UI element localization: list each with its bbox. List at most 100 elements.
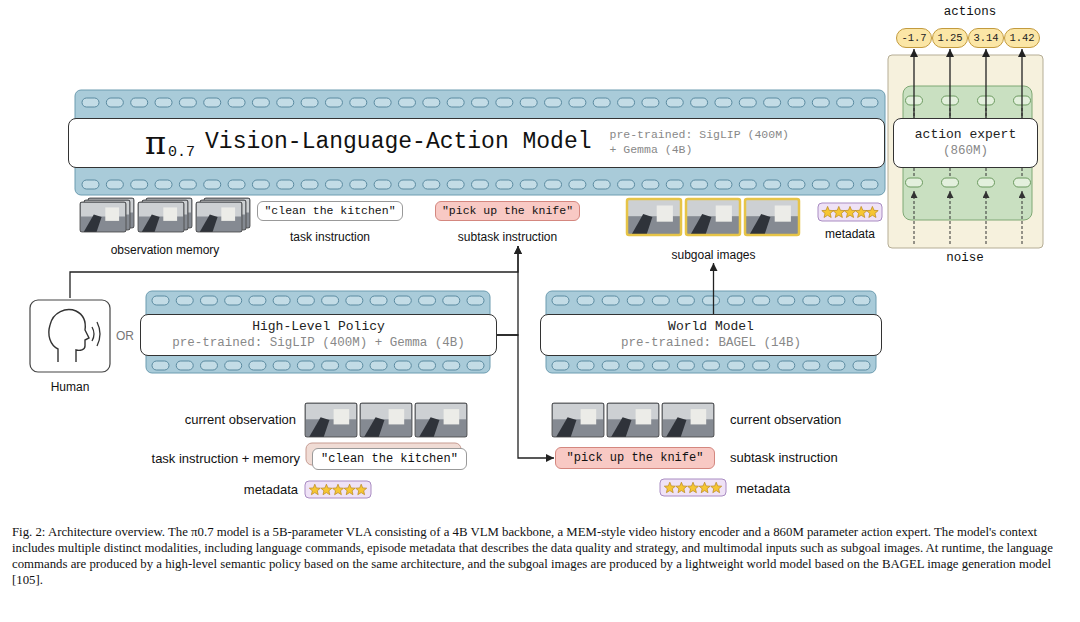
token-oval [447,98,464,107]
star-icon [344,484,355,495]
node-text: pre-trained: SigLIP (400M) + Gemma (4B) [610,128,800,158]
token-oval [853,361,870,370]
robot-arm [84,215,102,232]
photo-frame [305,403,357,437]
token-oval [252,98,269,107]
token-oval [350,180,367,189]
token-oval [803,296,820,305]
node-text: pre-trained: BAGEL (14B) [621,336,801,351]
connector-arrow [913,49,914,118]
token-oval [152,361,169,370]
token-oval [346,296,363,305]
node-text: World Model [668,319,754,335]
photo-ground [138,202,184,232]
token-oval [642,98,659,107]
token-oval [677,296,694,305]
token-oval [350,98,367,107]
token-oval [812,98,829,107]
token-oval [853,296,870,305]
token-oval [325,98,342,107]
instruction-input: "clean the kitchen"task instruction [252,201,407,244]
node-text: High-Level Policy [252,319,385,335]
token-oval [273,361,290,370]
node-text: Human [51,380,90,394]
token-oval [1014,178,1031,187]
token-oval [739,98,756,107]
output-label: actions [935,5,1005,20]
token-oval [569,180,586,189]
token-oval [652,361,669,370]
photo-border [196,202,242,232]
token-oval [152,296,169,305]
node-text: 1.25 [937,32,962,45]
node-text: Vision-Language-Action Model [205,129,591,157]
photo-ground [80,202,126,232]
token-oval [703,296,720,305]
photo-border [627,199,681,235]
token-oval [131,180,148,189]
token-oval [322,361,339,370]
token-oval [618,180,635,189]
token-oval [691,180,708,189]
token-oval [593,180,610,189]
token-oval [666,98,683,107]
token-oval [627,361,644,370]
action-panel [888,55,1043,248]
photo-border [138,202,184,232]
input-label: metadata [810,227,890,241]
token-oval [176,361,193,370]
token-oval [778,296,795,305]
token-oval [398,98,415,107]
photo-ground [196,202,242,232]
photo-window [163,207,177,221]
token-oval [423,98,440,107]
token-oval [691,98,708,107]
photo-ground [305,403,357,437]
node-text: "clean the kitchen" [257,201,402,221]
photo-border [360,403,412,437]
token-oval [577,361,594,370]
photo-frame [662,403,714,437]
token-oval [297,361,314,370]
star-icon [699,482,710,493]
token-oval [552,296,569,305]
node-text: 0.7 [168,144,195,162]
token-oval [552,361,569,370]
node-text: -1.7 [901,32,926,45]
token-oval [728,296,745,305]
photo-frame [607,403,659,437]
token-oval [569,98,586,107]
photo-frame [745,199,799,235]
robot-arm [142,215,160,232]
input-label: subtask instruction [730,450,930,466]
token-oval [467,361,484,370]
robot-arm [309,417,329,437]
star-icon [321,484,332,495]
token-oval [472,180,489,189]
instruction-input: "clean the kitchen" [312,448,467,470]
connector-arrow [985,49,986,118]
token-oval [273,296,290,305]
dashed-flow [914,191,915,244]
token-oval [228,180,245,189]
photo-ground [627,199,681,235]
photo-border [552,403,604,437]
photo-window [657,205,673,221]
token-oval [155,180,172,189]
node-text: "pick up the knife" [435,201,580,221]
token-oval [618,98,635,107]
token-oval [837,98,854,107]
human-head-icon [49,310,89,362]
photo-frame [627,199,681,235]
robot-arm [419,417,439,437]
photo-border [745,199,799,235]
token-oval [179,180,196,189]
connector-arrow [497,246,518,335]
input-label: noise [930,251,1000,266]
action-expert-box: action expert(860M) [893,118,1038,168]
token-oval [277,180,294,189]
token-oval [788,98,805,107]
token-oval [155,98,172,107]
